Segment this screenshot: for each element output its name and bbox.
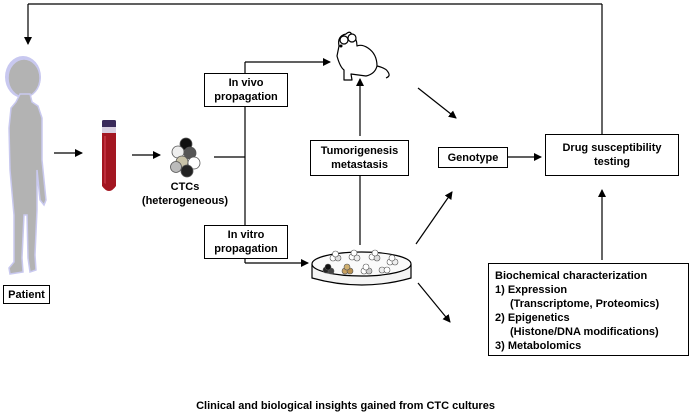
petri-dish-icon (311, 249, 412, 286)
figure-caption: Clinical and biological insights gained … (196, 400, 495, 412)
in-vitro-line1: In vitro (227, 229, 265, 241)
biochemical-characterization-box: Biochemical characterization 1) Expressi… (488, 263, 689, 356)
patient-label-box: Patient (3, 285, 50, 304)
tumorigenesis-line2: metastasis (331, 159, 388, 171)
in-vivo-line1: In vivo (228, 77, 264, 89)
genotype-box: Genotype (438, 147, 508, 168)
mouse-icon (336, 31, 390, 81)
tumorigenesis-line1: Tumorigenesis (320, 145, 399, 157)
biochem-title: Biochemical characterization (495, 270, 648, 282)
biochem-item1: 1) Expression (495, 284, 568, 296)
in-vivo-line2: propagation (214, 91, 278, 103)
mouse-to-genotype-arrow (417, 87, 457, 119)
genotype-label: Genotype (447, 151, 499, 164)
in-vitro-propagation-box: In vitro propagation (204, 225, 288, 259)
biochem-item1-sub: (Transcriptome, Proteomics) (510, 298, 660, 310)
in-vivo-propagation-box: In vivo propagation (204, 73, 288, 107)
dish-to-genotype-arrow (415, 191, 453, 245)
drug-susceptibility-box: Drug susceptibility testing (545, 134, 679, 176)
in-vitro-line2: propagation (214, 243, 278, 255)
drug-line1: Drug susceptibility (562, 142, 662, 154)
biochem-item3: 3) Metabolomics (495, 340, 582, 352)
patient-silhouette-icon (5, 56, 47, 275)
ctc-label-line1: CTCs (170, 181, 200, 193)
drug-line2: testing (593, 156, 631, 168)
ctc-label: CTCs (heterogeneous) (134, 180, 236, 208)
patient-label: Patient (8, 288, 45, 301)
ctc-label-line2: (heterogeneous) (141, 195, 229, 207)
biochem-item2: 2) Epigenetics (495, 312, 570, 324)
tumorigenesis-metastasis-box: Tumorigenesis metastasis (310, 140, 409, 176)
biochem-item2-sub: (Histone/DNA modifications) (510, 326, 659, 338)
dish-to-biochem-arrow (417, 282, 451, 323)
blood-tube-icon (102, 120, 116, 191)
ctc-cluster-icon (170, 137, 201, 178)
